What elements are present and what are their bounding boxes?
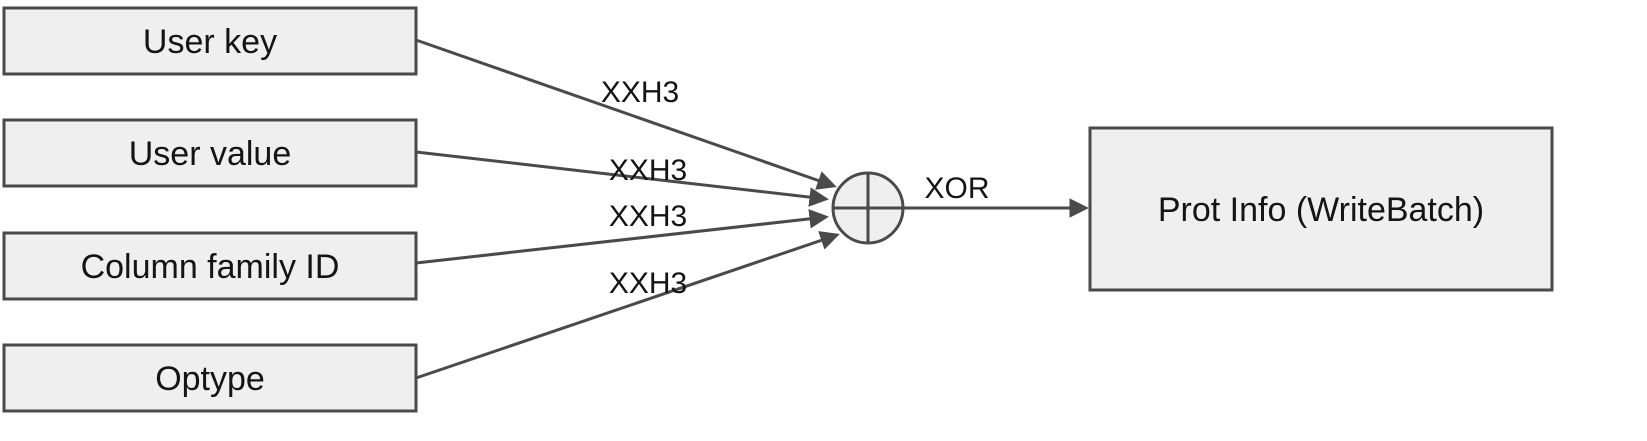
edges [415, 38, 1089, 380]
user-value-label: User value [129, 135, 292, 173]
column-family-id-box [2, 231, 418, 301]
optype-label: Optype [155, 360, 265, 398]
input-node-optype: Optype [2, 343, 418, 413]
edge-user-value-to-xor [415, 150, 829, 207]
prot-info-box [1088, 126, 1554, 292]
input-node-user-value: User value [2, 118, 418, 188]
edge-label-xxh3-user-key: XXH3 [601, 76, 679, 109]
input-node-column-family-id: Column family ID [2, 231, 418, 301]
prot-info-label: Prot Info (WriteBatch) [1158, 191, 1484, 229]
output-node-prot-info: Prot Info (WriteBatch) [1088, 126, 1554, 292]
edge-label-xxh3-column-family-id: XXH3 [609, 200, 687, 233]
user-key-box [2, 6, 418, 76]
edge-optype-to-xor [415, 231, 840, 380]
input-node-user-key: User key [2, 6, 418, 76]
edge-label-xxh3-optype: XXH3 [609, 267, 687, 300]
column-family-id-label: Column family ID [81, 248, 340, 286]
edge-label-xxh3-user-value: XXH3 [609, 154, 687, 187]
user-value-box [2, 118, 418, 188]
edge-user-key-to-xor [415, 38, 837, 190]
user-key-label: User key [143, 23, 277, 61]
edge-column-family-id-to-xor [415, 209, 829, 265]
edge-labels: XXH3 XXH3 XXH3 XXH3 XOR [601, 76, 990, 300]
optype-box [2, 343, 418, 413]
xor-combiner-node [831, 171, 905, 245]
edge-label-xor: XOR [924, 172, 989, 205]
